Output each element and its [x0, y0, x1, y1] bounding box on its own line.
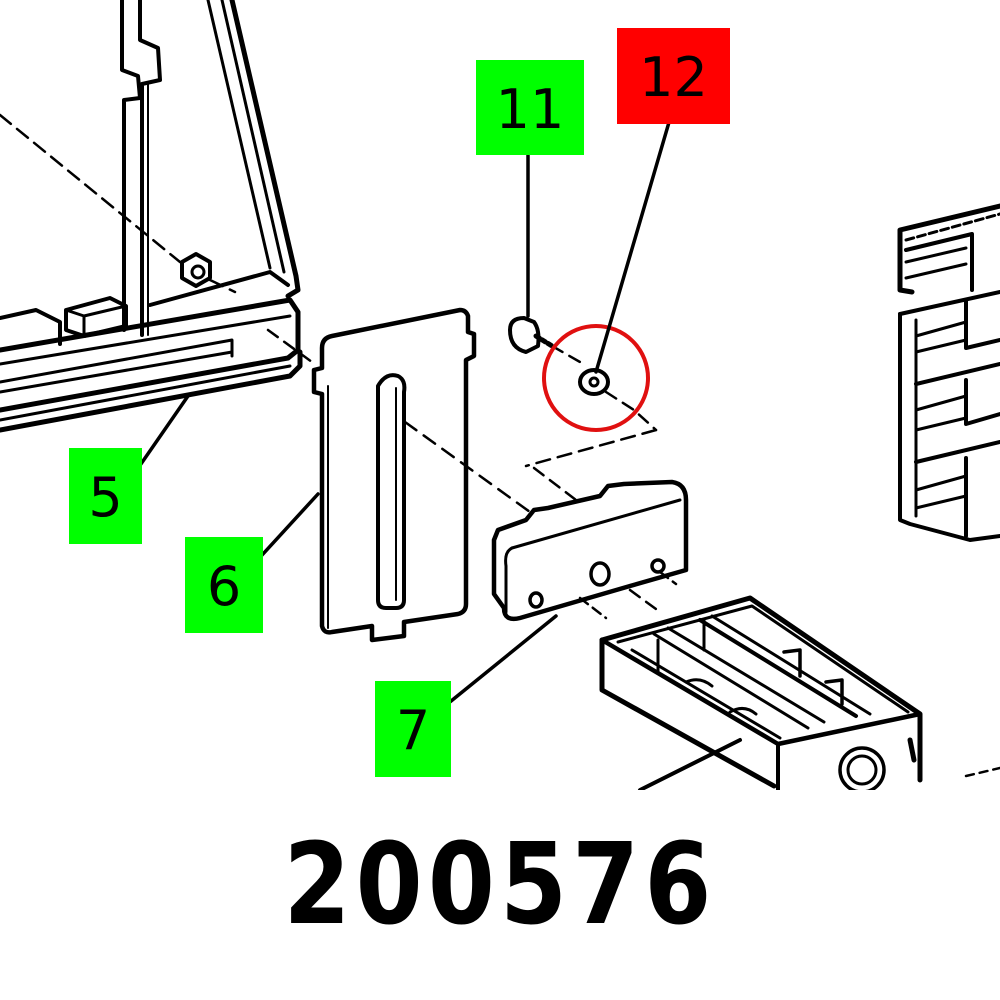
callout-label-12: 12: [617, 28, 730, 124]
clamp-block-part: [491, 479, 689, 622]
extrusion-profile-part: [897, 203, 1000, 542]
frame-rail-part: [0, 0, 314, 433]
callout-label-11: 11: [476, 60, 584, 155]
leader-6: [250, 492, 320, 568]
nut-icon: [180, 252, 212, 288]
leader-5: [132, 394, 190, 476]
leader-7: [438, 614, 558, 712]
callout-label-6: 6: [185, 537, 263, 633]
screw-part: [508, 316, 582, 364]
exploded-diagram: [0, 0, 1000, 790]
tray-housing-part: [578, 595, 1000, 790]
highlight-circle: [542, 324, 650, 432]
slotted-plate-part: [311, 307, 532, 643]
part-number: 200576: [283, 820, 717, 950]
leader-lines: [132, 110, 674, 712]
leader-12: [594, 110, 674, 374]
washer-part: [524, 368, 658, 502]
callout-label-7: 7: [375, 681, 451, 777]
callout-label-5: 5: [69, 448, 142, 544]
